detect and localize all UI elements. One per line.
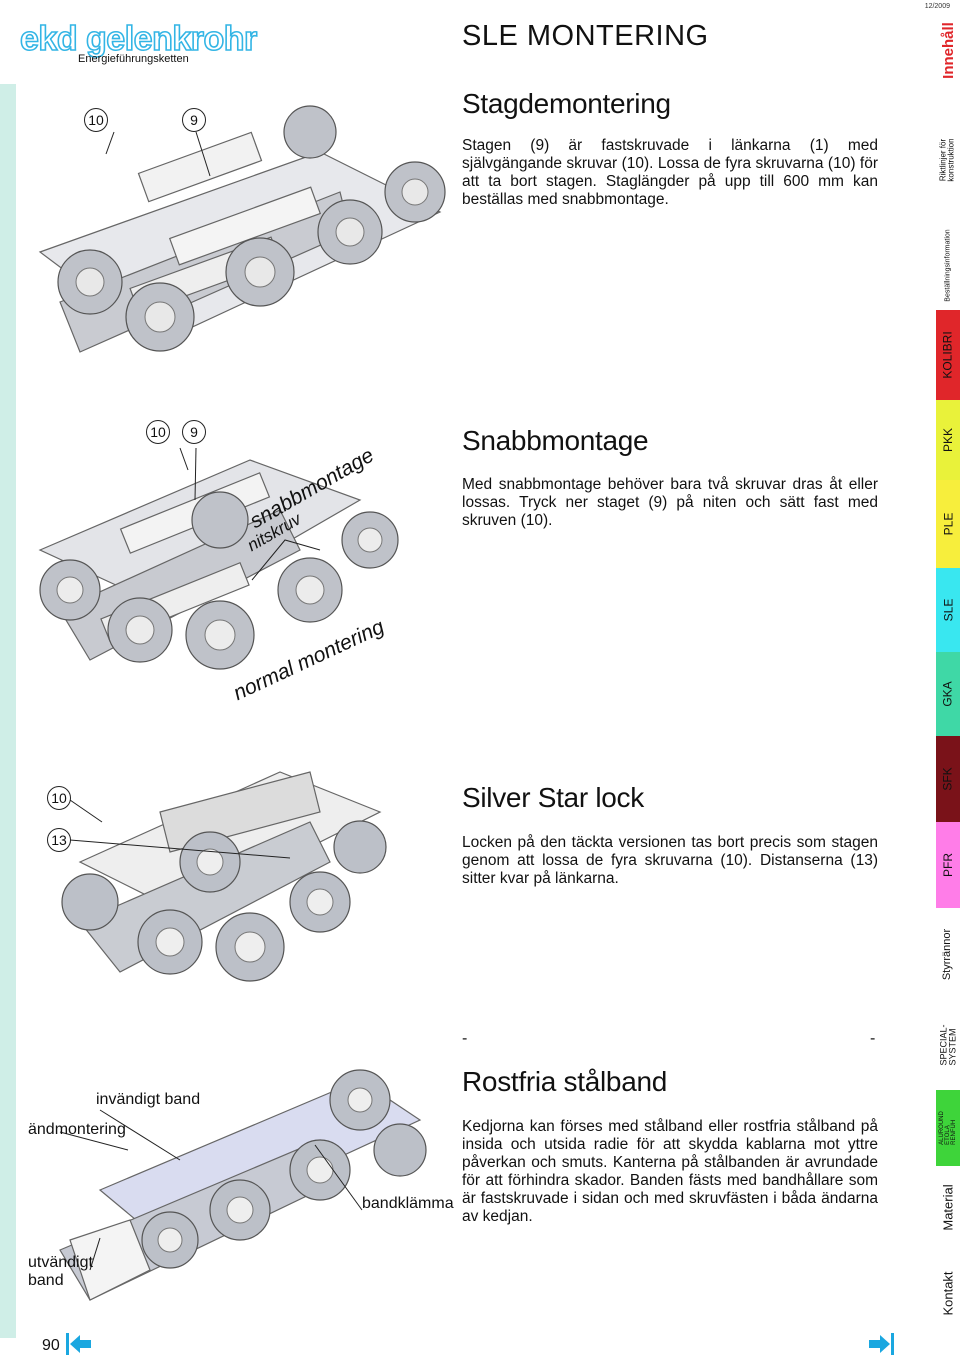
- section-body-rostfria-stalband: Kedjorna kan förses med stålband eller r…: [462, 1118, 878, 1225]
- section-heading-silver-star-lock: Silver Star lock: [462, 782, 644, 813]
- prev-page-arrow-icon[interactable]: [66, 1333, 92, 1355]
- nav-pfr[interactable]: PFR: [936, 822, 960, 908]
- left-accent-bar: [0, 84, 16, 1338]
- dash-right: -: [870, 1030, 876, 1047]
- page-number: 90: [42, 1337, 60, 1354]
- nav-styrrannor[interactable]: Styrrännor: [941, 928, 954, 980]
- callout-10: 10: [84, 108, 108, 132]
- nav-sle[interactable]: SLE: [936, 568, 960, 652]
- page-title: SLE MONTERING: [462, 20, 709, 52]
- logo-tagline: Energieführungsketten: [78, 53, 189, 65]
- section-body-silver-star-lock: Locken på den täckta versionen tas bort …: [462, 834, 878, 887]
- chain-illustration-lock: [61, 771, 387, 982]
- section-heading-snabbmontage: Snabbmontage: [462, 425, 649, 456]
- nav-pkk[interactable]: PKK: [936, 400, 960, 480]
- nav-kontakt[interactable]: Kontakt: [940, 1270, 956, 1316]
- callout-9: 9: [182, 108, 206, 132]
- side-nav: Innehåll Riktlinjer för konstruktion Bes…: [936, 0, 960, 1358]
- nav-aluround[interactable]: ALUROUND ETOLA RENFÜH: [936, 1090, 960, 1166]
- nav-riktlinjer[interactable]: Riktlinjer för konstruktion: [939, 138, 957, 182]
- chain-illustration-band: [59, 1069, 427, 1301]
- nav-innehall[interactable]: Innehåll: [939, 21, 957, 79]
- nav-bestallningsinformation[interactable]: Beställningsinformation: [944, 228, 952, 302]
- nav-gka[interactable]: GKA: [936, 652, 960, 736]
- callout-10: 10: [47, 786, 71, 810]
- section-body-snabbmontage: Med snabbmontage behöver bara två skruva…: [462, 476, 878, 529]
- date-stamp: 12/2009: [924, 3, 950, 10]
- nav-specialsystem[interactable]: SPECIAL-SYSTEM: [938, 1024, 958, 1066]
- label-utvandigt-band: utvändigt band: [28, 1254, 93, 1289]
- nav-ple[interactable]: PLE: [936, 480, 960, 568]
- chain-illustration-stag: [38, 105, 446, 353]
- callout-13: 13: [47, 828, 71, 852]
- label-invandigt-band: invändigt band: [96, 1091, 201, 1108]
- next-page-arrow-icon[interactable]: [868, 1333, 894, 1355]
- section-heading-rostfria-stalband: Rostfria stålband: [462, 1066, 668, 1097]
- chain-illustration-snabb: [38, 447, 399, 670]
- nav-kolibri[interactable]: KOLIBRI: [936, 310, 960, 400]
- nav-sfk[interactable]: SFK: [936, 736, 960, 822]
- section-body-stagdemontering: Stagen (9) är fastskruvade i länkarna (1…: [462, 137, 878, 208]
- label-andmontering: ändmontering: [28, 1121, 126, 1138]
- logo: ekd gelenkrohr Energieführungsketten: [18, 14, 268, 74]
- section-heading-stagdemontering: Stagdemontering: [462, 88, 671, 119]
- label-bandklamma: bandklämma: [362, 1195, 454, 1212]
- logo-wordmark: ekd gelenkrohr: [20, 20, 257, 58]
- callout-10: 10: [146, 420, 170, 444]
- callout-9: 9: [182, 420, 206, 444]
- nav-material[interactable]: Material: [940, 1183, 956, 1231]
- dash-left: -: [462, 1030, 468, 1047]
